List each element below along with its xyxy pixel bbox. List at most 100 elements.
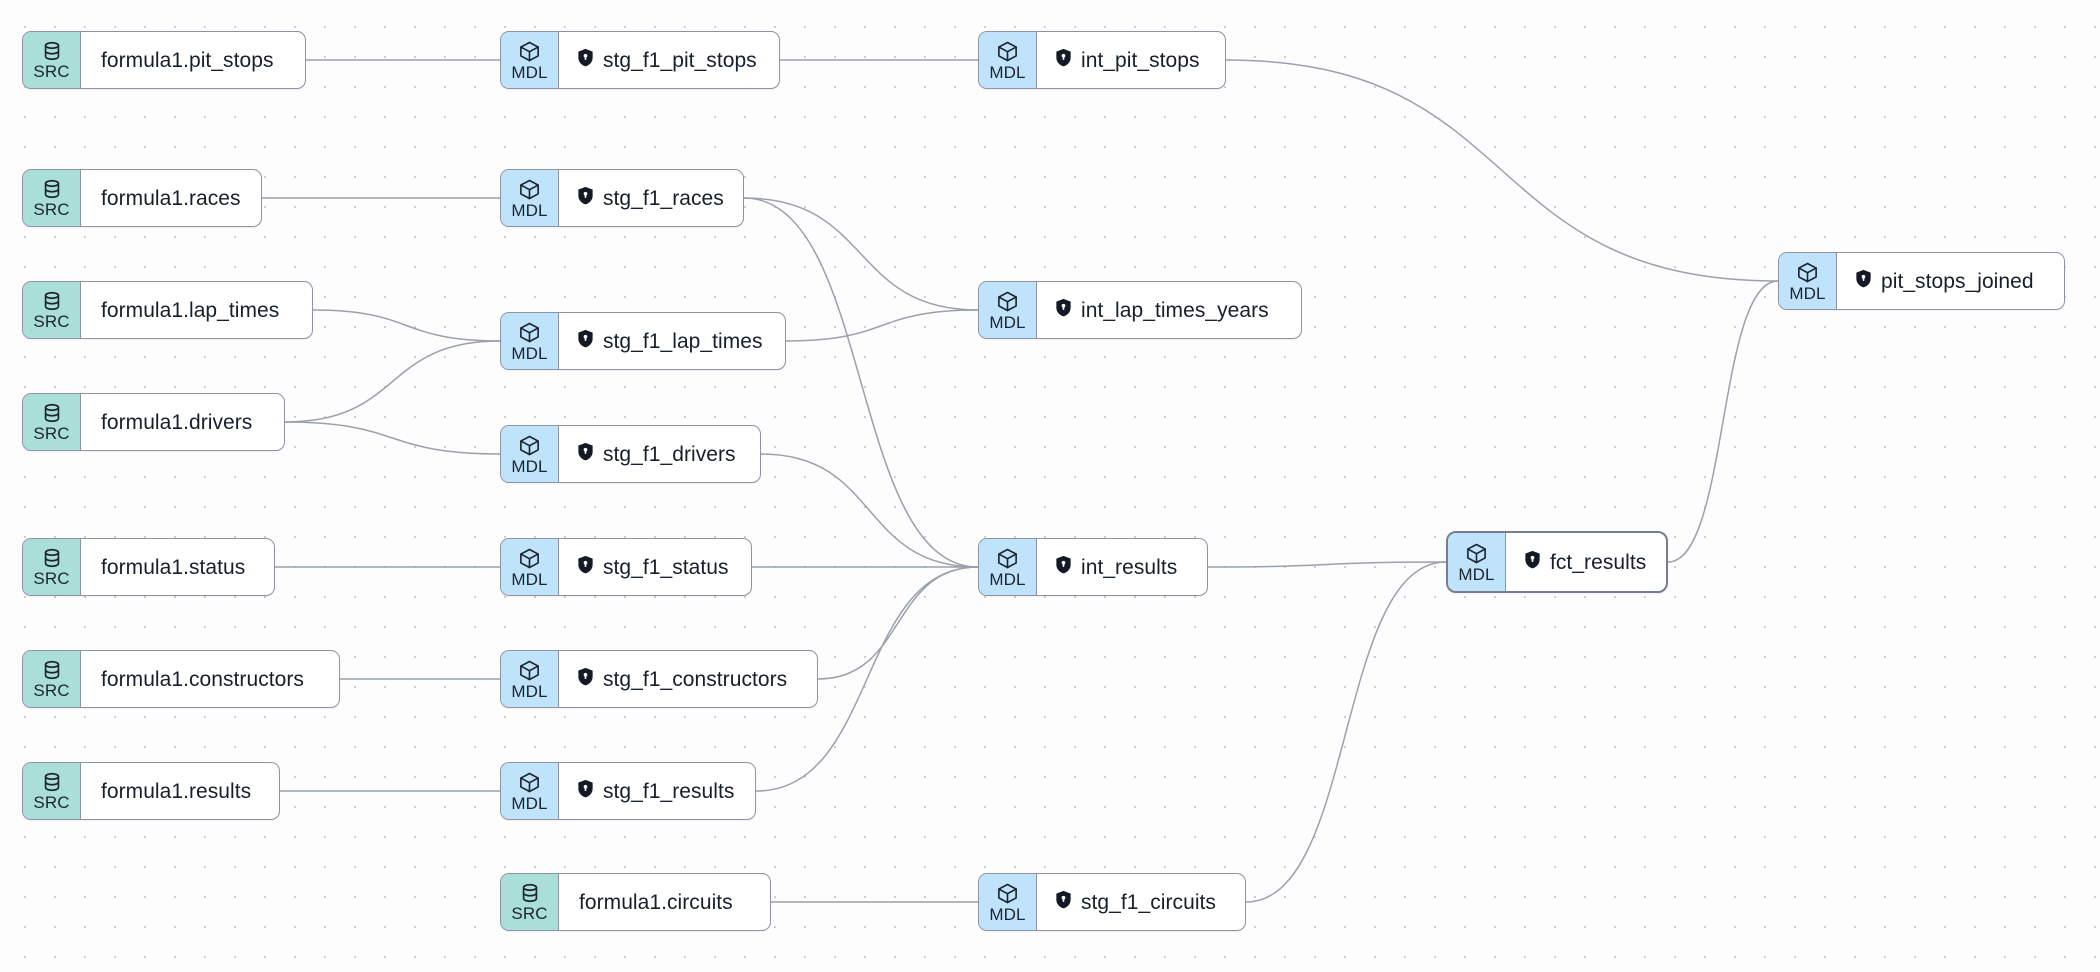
badge-label: MDL [989,904,1026,924]
node-body: stg_f1_drivers [559,426,760,482]
cube-icon [518,547,541,570]
model-badge: MDL [1779,253,1837,309]
node-label: formula1.status [101,555,246,579]
shield-lock-icon [577,779,594,803]
model-badge: MDL [501,539,559,595]
source-badge: SRC [501,874,559,930]
node-label: stg_f1_results [603,779,735,803]
node-stg_drivers[interactable]: MDL stg_f1_drivers [500,425,761,483]
node-stg_lap_times[interactable]: MDL stg_f1_lap_times [500,312,786,370]
badge-label: MDL [511,569,548,589]
node-int_lap_times_years[interactable]: MDL int_lap_times_years [978,281,1302,339]
node-src_constructors[interactable]: SRC formula1.constructors [22,650,340,708]
shield-lock-icon [577,442,594,466]
node-stg_pit_stops[interactable]: MDL stg_f1_pit_stops [500,31,780,89]
node-body: stg_f1_races [559,170,743,226]
node-stg_results[interactable]: MDL stg_f1_results [500,762,756,820]
badge-label: SRC [511,904,548,923]
model-badge: MDL [979,539,1037,595]
node-src_drivers[interactable]: SRC formula1.drivers [22,393,285,451]
edge-stg_constructors-to-int_results [817,566,979,680]
badge-label: MDL [511,456,548,476]
database-cylinder-icon [41,771,63,793]
node-body: stg_f1_lap_times [559,313,785,369]
node-body: stg_f1_circuits [1037,874,1245,930]
database-cylinder-icon [41,547,63,569]
model-badge: MDL [501,763,559,819]
badge-label: SRC [33,681,70,700]
badge-label: MDL [511,200,548,220]
node-body: formula1.constructors [81,651,339,707]
cube-icon [996,547,1019,570]
model-badge: MDL [501,313,559,369]
edge-stg_races-to-int_lap_times_years [743,197,979,311]
cube-icon [518,321,541,344]
cube-icon [1796,261,1819,284]
cube-icon [518,178,541,201]
source-badge: SRC [23,170,81,226]
node-stg_races[interactable]: MDL stg_f1_races [500,169,744,227]
badge-label: MDL [1789,283,1826,303]
node-stg_constructors[interactable]: MDL stg_f1_constructors [500,650,818,708]
database-cylinder-icon [41,290,63,312]
source-badge: SRC [23,394,81,450]
node-label: int_results [1081,555,1178,579]
badge-label: MDL [511,343,548,363]
model-badge: MDL [501,651,559,707]
model-badge: MDL [979,32,1037,88]
node-body: formula1.pit_stops [81,32,305,88]
database-cylinder-icon [41,178,63,200]
node-body: formula1.drivers [81,394,284,450]
badge-label: MDL [511,793,548,813]
shield-lock-icon [1855,269,1872,293]
node-label: stg_f1_constructors [603,667,788,691]
node-label: formula1.races [101,186,241,210]
node-int_results[interactable]: MDL int_results [978,538,1208,596]
node-stg_status[interactable]: MDL stg_f1_status [500,538,752,596]
badge-label: SRC [33,424,70,443]
node-body: int_lap_times_years [1037,282,1301,338]
model-badge: MDL [979,282,1037,338]
edge-stg_lap_times-to-int_lap_times_years [785,309,979,342]
edge-fct_results-to-pit_stops_joined [1667,280,1779,563]
node-body: formula1.circuits [559,874,770,930]
badge-label: MDL [511,62,548,82]
node-body: int_results [1037,539,1207,595]
source-badge: SRC [23,32,81,88]
badge-label: MDL [989,62,1026,82]
node-int_pit_stops[interactable]: MDL int_pit_stops [978,31,1226,89]
edge-int_results-to-fct_results [1207,561,1447,568]
node-label: int_lap_times_years [1081,298,1269,322]
node-label: int_pit_stops [1081,48,1200,72]
node-label: stg_f1_pit_stops [603,48,757,72]
model-badge: MDL [501,32,559,88]
node-label: formula1.lap_times [101,298,280,322]
node-body: stg_f1_status [559,539,751,595]
node-src_results[interactable]: SRC formula1.results [22,762,280,820]
node-src_circuits[interactable]: SRC formula1.circuits [500,873,771,931]
node-body: formula1.status [81,539,274,595]
badge-label: MDL [989,312,1026,332]
database-cylinder-icon [41,40,63,62]
cube-icon [996,290,1019,313]
cube-icon [1465,542,1488,565]
node-src_races[interactable]: SRC formula1.races [22,169,262,227]
node-stg_circuits[interactable]: MDL stg_f1_circuits [978,873,1246,931]
node-label: formula1.results [101,779,252,803]
source-badge: SRC [23,651,81,707]
node-body: formula1.lap_times [81,282,312,338]
cube-icon [996,882,1019,905]
node-body: formula1.races [81,170,261,226]
cube-icon [518,40,541,63]
model-badge: MDL [979,874,1037,930]
node-label: formula1.drivers [101,410,253,434]
cube-icon [518,434,541,457]
cube-icon [996,40,1019,63]
badge-label: SRC [33,793,70,812]
